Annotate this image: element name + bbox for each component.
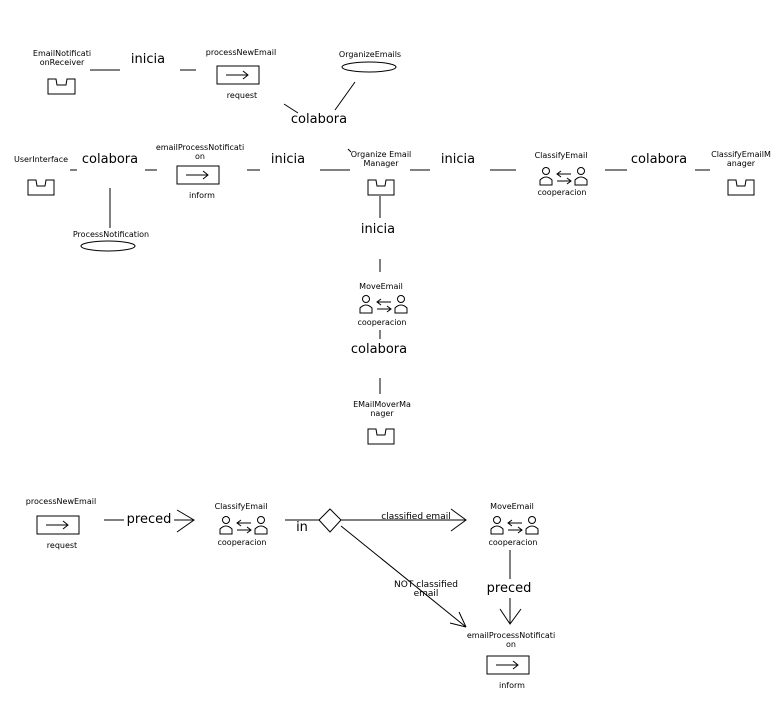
relation-label: inicia (131, 52, 165, 67)
relation-label: colabora (291, 112, 347, 127)
decision-diamond[interactable] (318, 508, 342, 533)
label-line: Organize Email (351, 150, 412, 159)
message-label: processNewEmail (26, 497, 96, 506)
relation-label: in (296, 520, 308, 535)
arrow-right-icon (226, 70, 249, 80)
goal-label: ProcessNotification (73, 230, 149, 239)
arrow-right-icon (46, 520, 69, 530)
label-line: on (506, 640, 516, 649)
label-line: anager (727, 159, 756, 168)
protocol-label: MoveEmail (359, 282, 403, 291)
agent-icon (367, 428, 395, 445)
message-box (176, 165, 220, 185)
message-kind: request (227, 91, 257, 100)
cooperation-icon (219, 516, 268, 535)
protocol-move-email-2[interactable]: MoveEmail cooperacion (489, 502, 539, 547)
message-box (216, 65, 260, 85)
message-process-new-email[interactable]: processNewEmail request (206, 48, 276, 100)
arrowhead (499, 608, 522, 625)
label-line: EmailNotificati (33, 49, 91, 58)
label-line: Manager (363, 159, 399, 168)
label-line: onReceiver (40, 58, 85, 67)
cooperation-icon (490, 516, 539, 535)
arrowhead (449, 611, 467, 628)
label-line: EMailMoverMa (353, 400, 411, 409)
protocol-kind: cooperacion (358, 318, 407, 327)
relation-label: classified email (381, 512, 450, 522)
arrowhead (450, 508, 467, 532)
label-line: emailProcessNotificati (467, 631, 555, 640)
goal-ellipse (341, 61, 397, 73)
protocol-classify-email[interactable]: ClassifyEmail cooperacion (535, 151, 588, 197)
arrow-right-icon (186, 170, 209, 180)
message-box (486, 655, 530, 675)
goal-ellipse (80, 240, 136, 252)
protocol-label: MoveEmail (490, 502, 534, 511)
protocol-kind: cooperacion (218, 538, 267, 547)
relation-label: colabora (631, 152, 687, 167)
agent-icon (727, 179, 755, 196)
agent-icon (27, 179, 55, 196)
relation-label: inicia (361, 222, 395, 237)
protocol-kind: cooperacion (489, 538, 538, 547)
label-line: NOT classified (394, 580, 458, 590)
label-line: emailProcessNotificati (156, 143, 244, 152)
relation-label: preced (127, 512, 172, 527)
goal-organize-emails[interactable]: OrganizeEmails (339, 50, 401, 73)
relation-label: inicia (441, 152, 475, 167)
agent-label: UserInterface (14, 155, 68, 164)
message-kind: inform (189, 191, 215, 200)
label-line: on (195, 152, 205, 161)
goal-label: OrganizeEmails (339, 50, 401, 59)
relation-label: colabora (82, 152, 138, 167)
agent-icon (367, 179, 395, 196)
message-kind: request (47, 541, 77, 550)
message-box (36, 515, 80, 535)
relation-label: preced (487, 581, 532, 596)
relation-label: colabora (351, 342, 407, 357)
diagram-3: processNewEmail request preced ClassifyE… (26, 497, 555, 690)
message-process-new-email-2[interactable]: processNewEmail request (26, 497, 96, 550)
message-kind: inform (499, 681, 525, 690)
label-line: nager (370, 409, 394, 418)
diagram-2: UserInterface colabora emailProcessNotif… (14, 143, 771, 445)
agent-icon (47, 78, 76, 95)
relation-label: inicia (271, 152, 305, 167)
protocol-label: ClassifyEmail (535, 151, 588, 160)
protocol-classify-email-2[interactable]: ClassifyEmail cooperacion (215, 502, 268, 547)
goal-process-notification[interactable]: ProcessNotification (73, 230, 149, 252)
protocol-label: ClassifyEmail (215, 502, 268, 511)
arrow-right-icon (496, 660, 519, 670)
label-line: ClassifyEmailM (711, 150, 771, 159)
cooperation-icon (359, 295, 408, 314)
arrowhead (176, 509, 195, 533)
message-label: processNewEmail (206, 48, 276, 57)
cooperation-icon (539, 167, 588, 186)
protocol-move-email[interactable]: MoveEmail cooperacion (358, 282, 408, 327)
protocol-kind: cooperacion (538, 188, 587, 197)
agent-user-interface[interactable]: UserInterface (14, 155, 68, 196)
label-line: email (414, 589, 439, 599)
